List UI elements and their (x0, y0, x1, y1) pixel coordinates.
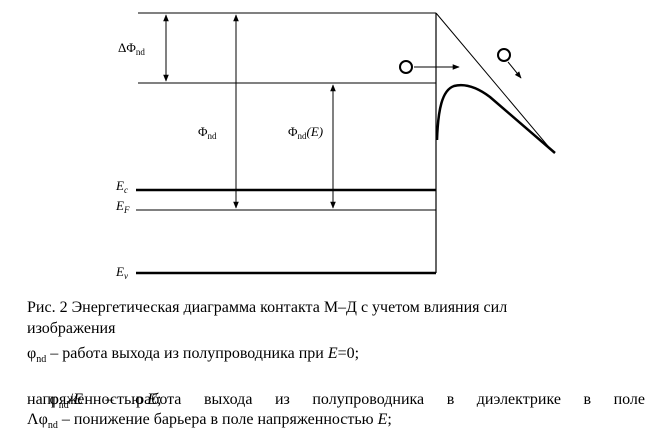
def2-symbol: φ (49, 391, 59, 408)
def1-symbol: φ (27, 345, 37, 362)
electron-2-arrow (507, 61, 522, 79)
caption-title-line2: изображения (27, 320, 116, 337)
def2-text: – работа выхода из полупроводника в диэл… (83, 391, 646, 408)
def3-symbol: Λφ (27, 411, 48, 428)
caption-def3: Λφnd – понижение барьера в поле напряжен… (27, 409, 645, 436)
def3-end: ; (387, 411, 392, 428)
def2-line2-variable: E (147, 391, 157, 408)
def3-variable: E (377, 411, 388, 428)
caption-title-line1: Рис. 2 Энергетическая диаграмма контакта… (27, 299, 508, 316)
electron-2 (497, 48, 511, 62)
def2-slash: / (68, 391, 74, 408)
def1-subscript: nd (36, 354, 47, 366)
ec-label: Ec (115, 178, 128, 195)
def2-line2-text: напряженностью (27, 391, 148, 408)
def2-subscript: nd (58, 400, 69, 412)
def2-variable: E (73, 391, 84, 408)
caption-def2-line2: напряженностью E; (27, 389, 645, 410)
def1-variable: E (327, 345, 338, 362)
field-slope-line (435, 12, 554, 153)
barrier-curve (435, 83, 556, 154)
def3-text: – понижение барьера в поле напряженность… (57, 411, 378, 428)
caption-def2: φnd/E – работа выхода из полупроводника … (27, 368, 645, 416)
def1-end: =0; (337, 345, 360, 362)
def1-text: – работа выхода из полупроводника при (46, 345, 328, 362)
def2-line2-end: ; (156, 391, 162, 408)
phi-label: Φnd (198, 124, 217, 141)
delta-phi-label: ΔΦnd (118, 40, 145, 57)
phi-e-label: Φnd(E) (288, 124, 323, 141)
ef-label: EF (115, 198, 130, 215)
caption-def1: φnd – работа выхода из полупроводника пр… (27, 343, 645, 370)
def3-subscript: nd (47, 420, 58, 432)
ev-label: Ev (115, 264, 128, 281)
energy-diagram: ΔΦnd Φnd Φnd(E) Ec EF Ev (115, 12, 556, 281)
electron-1 (399, 60, 413, 74)
